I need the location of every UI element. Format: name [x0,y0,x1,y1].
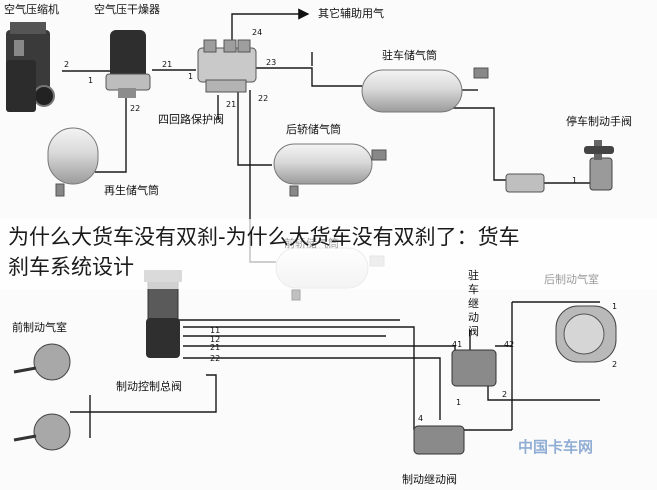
relay-valve-label: 制动继动阀 [402,473,457,486]
port-number: 21 [226,100,237,109]
overlay-title: 为什么大货车没有双刹-为什么大货车没有双刹了：货车 刹车系统设计 [8,222,653,282]
overlay-band [0,219,657,289]
overlay-title-line-2: 刹车系统设计 [8,255,134,279]
park-relay-label-3: 继 [468,297,479,310]
park-relay-label-2: 车 [468,283,479,296]
port-number: 42 [504,340,515,349]
port-number: 1 [88,76,94,85]
rear-chamber-label: 后制动气室 [544,273,599,286]
inline-filter-shape [505,173,545,193]
parking-tank-label: 驻车储气筒 [382,49,437,62]
air-pipes [62,8,600,438]
port-number: 21 [162,60,173,69]
front-chamber-label: 前制动气室 [12,321,67,334]
port-number: 1 [188,72,194,81]
other-air-label: 其它辅助用气 [318,7,384,20]
port-number: 1 [612,302,618,311]
port-number: 22 [130,104,141,113]
port-number: 1 [572,176,578,185]
parking-hand-valve-shape [584,140,614,191]
port-number: 2 [612,360,618,369]
dryer-shape [105,30,151,98]
port-number: 21 [210,343,221,352]
overlay-title-line-1: 为什么大货车没有双刹-为什么大货车没有双刹了：货车 [8,225,520,249]
port-number: 41 [452,340,463,349]
rear-tank-label: 后轿储气筒 [286,123,341,136]
regen-tank-label: 再生储气筒 [104,184,159,197]
port-number: 12 [210,335,221,344]
relay-valves [413,349,497,455]
port-number: 2 [64,60,70,69]
port-number: 24 [252,28,263,37]
four-way-valve-shape [197,39,257,93]
four-way-valve-label: 四回路保护阀 [158,113,224,126]
port-number: 22 [258,94,269,103]
port-number: 11 [210,326,221,335]
front-tank-label: 前轿储气筒 [284,237,339,250]
compressor-label: 空气压缩机 [4,3,59,16]
dryer-label: 空气压干燥器 [94,3,160,16]
park-relay-label-1: 驻 [468,269,479,282]
port-number: 4 [418,414,424,423]
port-number: 2 [502,390,508,399]
port-number: 1 [456,398,462,407]
brake-valve-label: 制动控制总阀 [116,380,182,393]
park-relay-label-4: 动 [468,311,479,324]
park-relay-label-5: 阀 [468,325,479,338]
port-number: 22 [210,354,221,363]
front-chambers [13,343,71,451]
compressor-shape [6,22,55,112]
rear-chamber [555,305,617,363]
parking-hand-valve-label: 停车制动手阀 [566,115,632,128]
port-number: 23 [266,58,277,67]
watermark: 中国卡车网 [518,438,594,456]
